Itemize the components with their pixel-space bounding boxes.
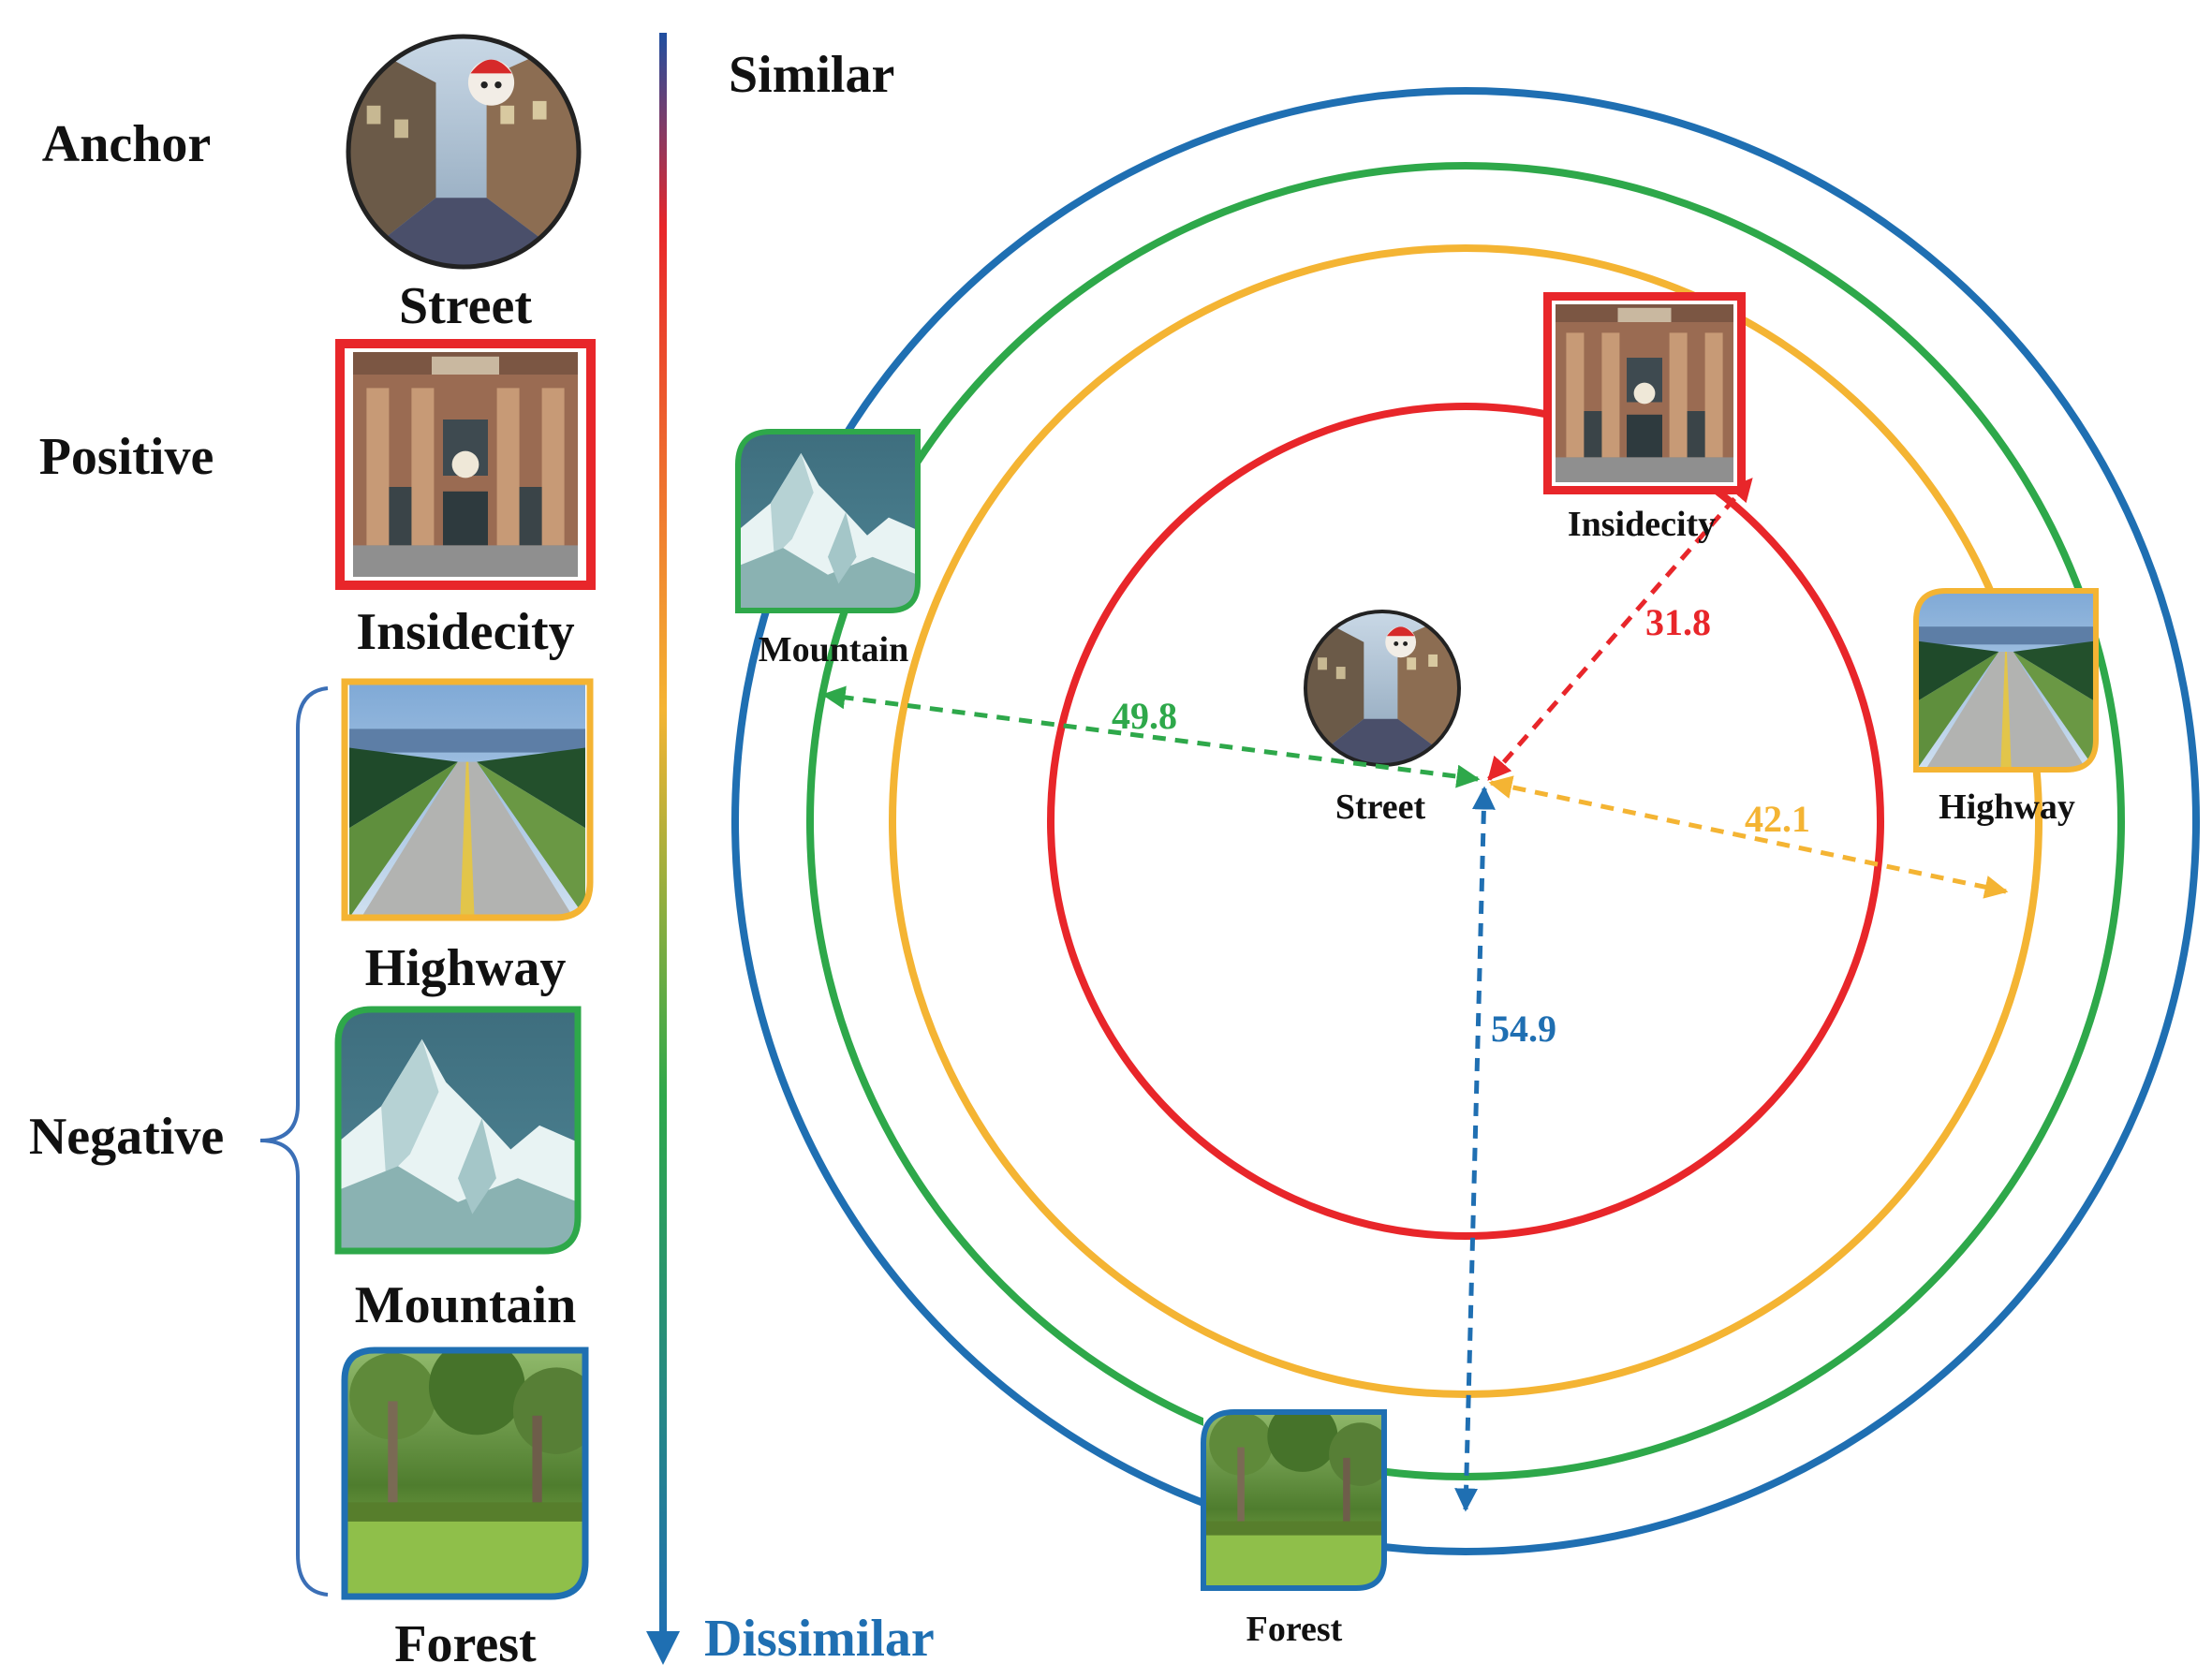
distance-highway: 42.1 <box>1745 798 1810 840</box>
label-dissimilar: Dissimilar <box>704 1610 935 1668</box>
diagram-highway-label: Highway <box>1939 787 2075 827</box>
diagram-insidecity-label: Insidecity <box>1568 505 1716 544</box>
left-insidecity-label: Insidecity <box>356 603 574 661</box>
left-forest-image <box>341 1347 589 1600</box>
left-highway-image <box>341 678 594 921</box>
diagram-forest-image <box>1201 1409 1387 1591</box>
label-anchor: Anchor <box>42 115 211 173</box>
ring-mountain-green <box>806 162 2125 1480</box>
diagram-highway-image <box>1913 588 2099 773</box>
left-mountain-label: Mountain <box>355 1276 577 1334</box>
ring-highway-orange <box>889 244 2042 1398</box>
arrow-forest <box>1454 786 1496 1512</box>
label-positive: Positive <box>39 428 214 486</box>
ring-forest-blue <box>731 87 2200 1555</box>
similarity-axis <box>646 33 680 1665</box>
arrow-highway <box>1488 775 2009 899</box>
diagram-mountain-image <box>735 429 921 613</box>
diagram-mountain-label: Mountain <box>759 630 908 670</box>
center-street-label: Street <box>1335 787 1426 827</box>
distance-mountain: 49.8 <box>1112 695 1177 737</box>
left-insidecity-image <box>335 339 596 590</box>
left-mountain-image <box>334 1006 582 1255</box>
left-street-label: Street <box>399 277 532 335</box>
diagram-insidecity-image <box>1543 292 1746 494</box>
left-highway-label: Highway <box>365 939 567 997</box>
left-forest-label: Forest <box>394 1615 537 1673</box>
label-similar: Similar <box>729 46 894 104</box>
negative-bracket <box>259 686 329 1597</box>
distance-forest: 54.9 <box>1491 1008 1556 1050</box>
diagram-forest-label: Forest <box>1246 1610 1343 1649</box>
distance-insidecity: 31.8 <box>1645 601 1711 643</box>
center-street-image <box>1304 610 1461 767</box>
arrow-mountain <box>821 685 1481 788</box>
label-negative: Negative <box>29 1108 224 1166</box>
left-street-image <box>346 34 582 270</box>
